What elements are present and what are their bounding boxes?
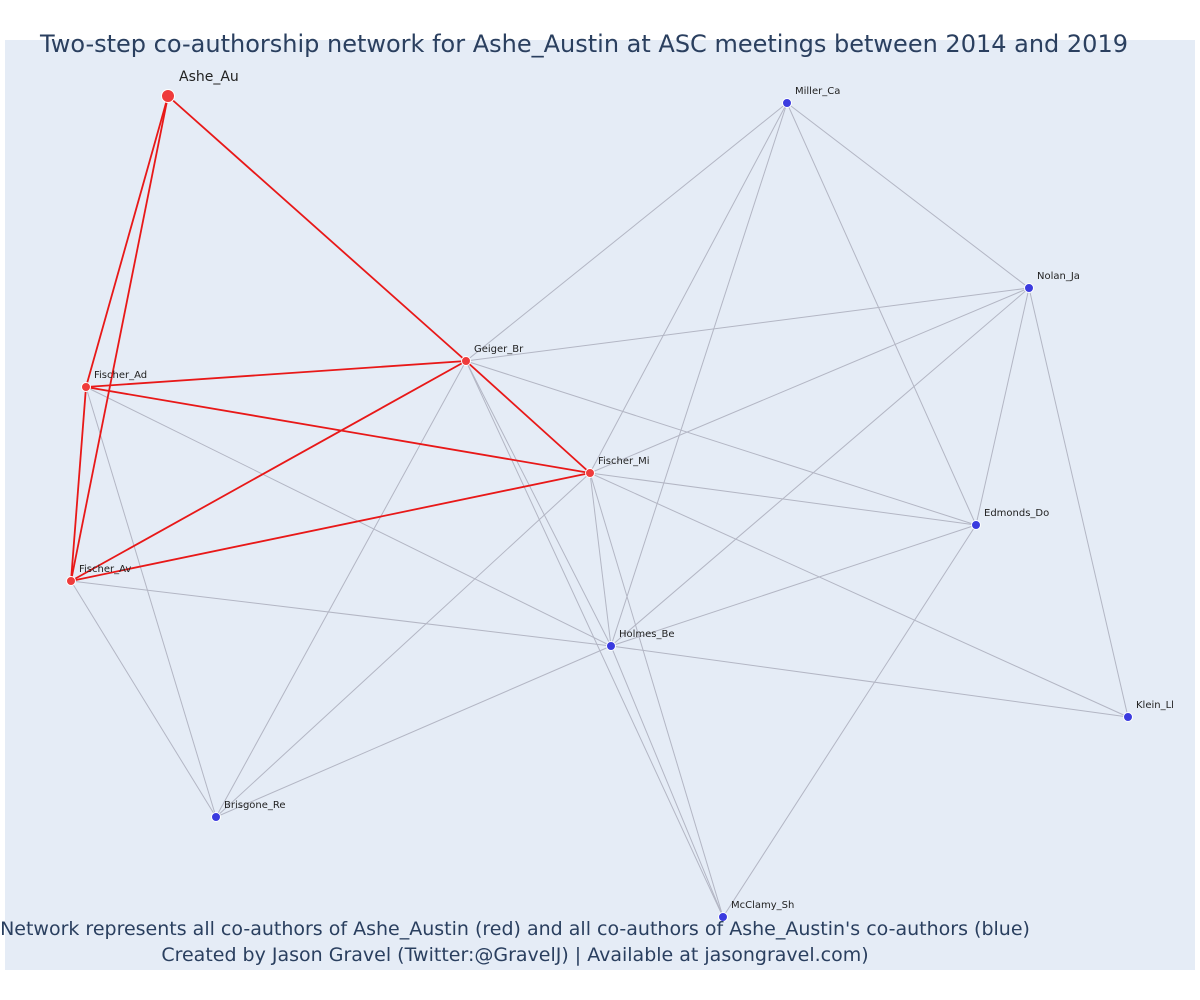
node-Holmes_Be[interactable] [606,641,616,651]
node-label-Brisgone_Re: Brisgone_Re [224,800,286,811]
edge-Ashe_Au-Fischer_Ad [85,95,169,388]
edge-Geiger_Br-McClamy_Sh [465,360,724,918]
edge-Fischer_Mi-McClamy_Sh [589,472,724,918]
edge-Ashe_Au-Geiger_Br [167,95,467,362]
edge-Geiger_Br-Miller_Ca [465,102,788,362]
edge-Nolan_Ja-Holmes_Be [610,287,1030,647]
node-label-Geiger_Br: Geiger_Br [474,344,524,355]
caption-description: Network represents all co-authors of Ash… [0,918,1030,940]
edge-Geiger_Br-Edmonds_Do [465,360,977,526]
node-McClamy_Sh[interactable] [718,912,728,922]
edge-Fischer_Ad-Brisgone_Re [85,386,217,818]
node-label-Fischer_Mi: Fischer_Mi [598,456,650,467]
edge-Miller_Ca-Edmonds_Do [786,102,977,526]
edge-Holmes_Be-Klein_Ll [610,645,1129,718]
edge-Fischer_Mi-Brisgone_Re [215,472,591,818]
edge-Fischer_Av-Holmes_Be [70,580,612,647]
caption-credit: Created by Jason Gravel (Twitter:@Gravel… [161,944,869,966]
edge-Miller_Ca-Holmes_Be [610,102,788,647]
node-Miller_Ca[interactable] [782,98,792,108]
edge-Fischer_Ad-Fischer_Mi [85,386,591,474]
node-Fischer_Ad[interactable] [81,382,91,392]
edge-Geiger_Br-Brisgone_Re [215,360,467,818]
edge-Fischer_Av-Fischer_Mi [70,472,591,582]
node-Klein_Ll[interactable] [1123,712,1133,722]
edge-Geiger_Br-Fischer_Mi [465,360,591,474]
node-label-Miller_Ca: Miller_Ca [795,86,840,97]
edge-Geiger_Br-Holmes_Be [465,360,612,647]
edge-Fischer_Mi-Miller_Ca [589,102,788,474]
node-label-Nolan_Ja: Nolan_Ja [1037,271,1080,282]
node-label-McClamy_Sh: McClamy_Sh [731,900,794,911]
node-Geiger_Br[interactable] [461,356,471,366]
edge-Fischer_Av-Geiger_Br [70,360,467,582]
node-Ashe_Au[interactable] [161,89,175,103]
edge-Geiger_Br-Nolan_Ja [465,287,1030,362]
edge-Nolan_Ja-Klein_Ll [1028,287,1129,718]
edge-Holmes_Be-McClamy_Sh [610,645,724,918]
node-label-Fischer_Av: Fischer_Av [79,564,131,575]
node-label-Holmes_Be: Holmes_Be [619,629,675,640]
node-Edmonds_Do[interactable] [971,520,981,530]
edge-Fischer_Ad-Fischer_Av [70,386,87,582]
edges-layer [70,95,1129,918]
edge-Fischer_Mi-Nolan_Ja [589,287,1030,474]
edge-Edmonds_Do-McClamy_Sh [722,524,977,918]
edge-Nolan_Ja-Edmonds_Do [975,287,1030,526]
edge-Ashe_Au-Fischer_Av [70,95,169,582]
node-label-Klein_Ll: Klein_Ll [1136,700,1174,711]
edge-Fischer_Mi-Klein_Ll [589,472,1129,718]
node-label-Edmonds_Do: Edmonds_Do [984,508,1049,519]
node-Fischer_Mi[interactable] [585,468,595,478]
edge-Edmonds_Do-Holmes_Be [610,524,977,647]
edge-Fischer_Av-Brisgone_Re [70,580,217,818]
edge-Fischer_Ad-Geiger_Br [85,360,467,388]
edge-Holmes_Be-Brisgone_Re [215,645,612,818]
edge-Fischer_Ad-Holmes_Be [85,386,612,647]
edge-Fischer_Mi-Holmes_Be [589,472,612,647]
nodes-layer [66,89,1133,922]
chart-title: Two-step co-authorship network for Ashe_… [40,30,1128,58]
node-Nolan_Ja[interactable] [1024,283,1034,293]
node-label-Fischer_Ad: Fischer_Ad [94,370,147,381]
node-Brisgone_Re[interactable] [211,812,221,822]
node-label-Ashe_Au: Ashe_Au [179,69,239,85]
node-Fischer_Av[interactable] [66,576,76,586]
edge-Miller_Ca-Nolan_Ja [786,102,1030,289]
